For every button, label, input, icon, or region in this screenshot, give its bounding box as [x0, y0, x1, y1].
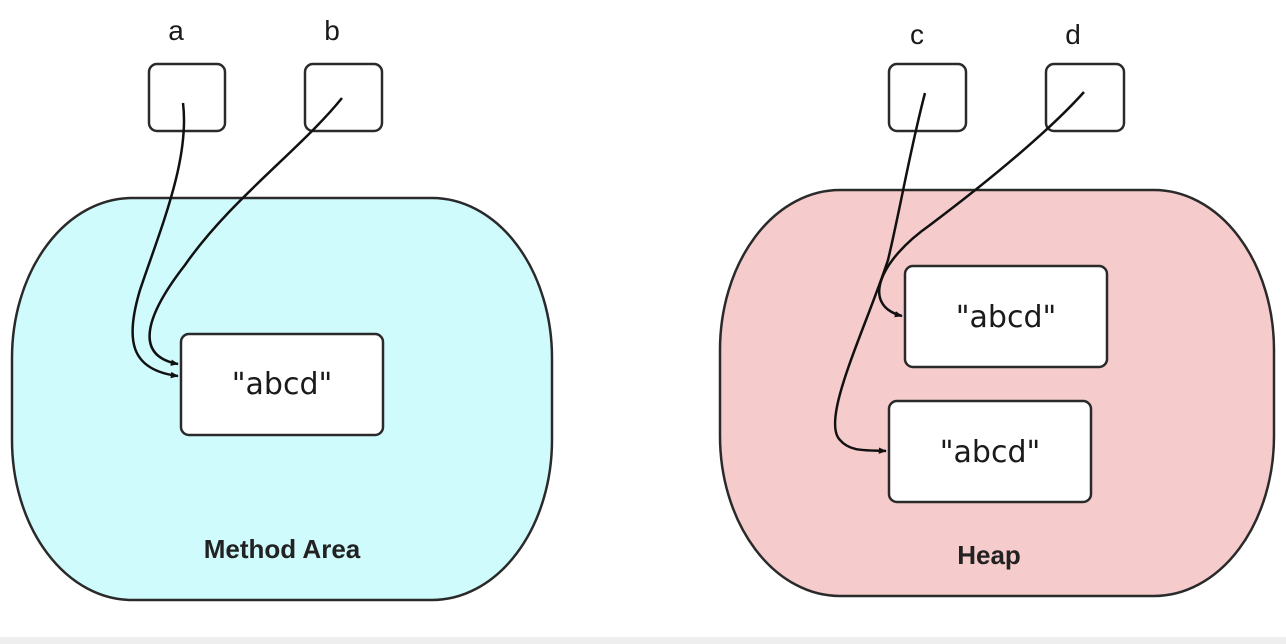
arrow-b-to-method-area-string	[148, 97, 343, 366]
heap-string-box-1	[903, 264, 1109, 369]
heap-region	[718, 188, 1276, 598]
heap-string-text-2: "abcd"	[940, 435, 1041, 470]
variable-label-a: a	[168, 15, 184, 46]
method-area-label: Method Area	[204, 534, 361, 564]
method-area-string-text: "abcd"	[232, 367, 333, 402]
arrow-a-to-method-area-string	[131, 102, 186, 379]
heap-string-box-2	[887, 399, 1093, 504]
heap-label: Heap	[957, 540, 1021, 570]
variable-box-a	[147, 62, 227, 133]
arrow-d-to-heap-string-1	[877, 91, 1085, 318]
variable-label-c: c	[910, 19, 924, 50]
variable-box-d	[1044, 62, 1126, 133]
variable-label-d: d	[1065, 19, 1081, 50]
variable-box-c	[887, 62, 968, 133]
arrow-c-to-heap-string-2	[833, 92, 927, 454]
method-area-string-box	[179, 332, 385, 437]
variable-label-b: b	[324, 15, 340, 46]
bottom-strip	[0, 637, 1286, 644]
heap-string-text-1: "abcd"	[956, 300, 1057, 335]
variable-box-b	[303, 62, 384, 133]
